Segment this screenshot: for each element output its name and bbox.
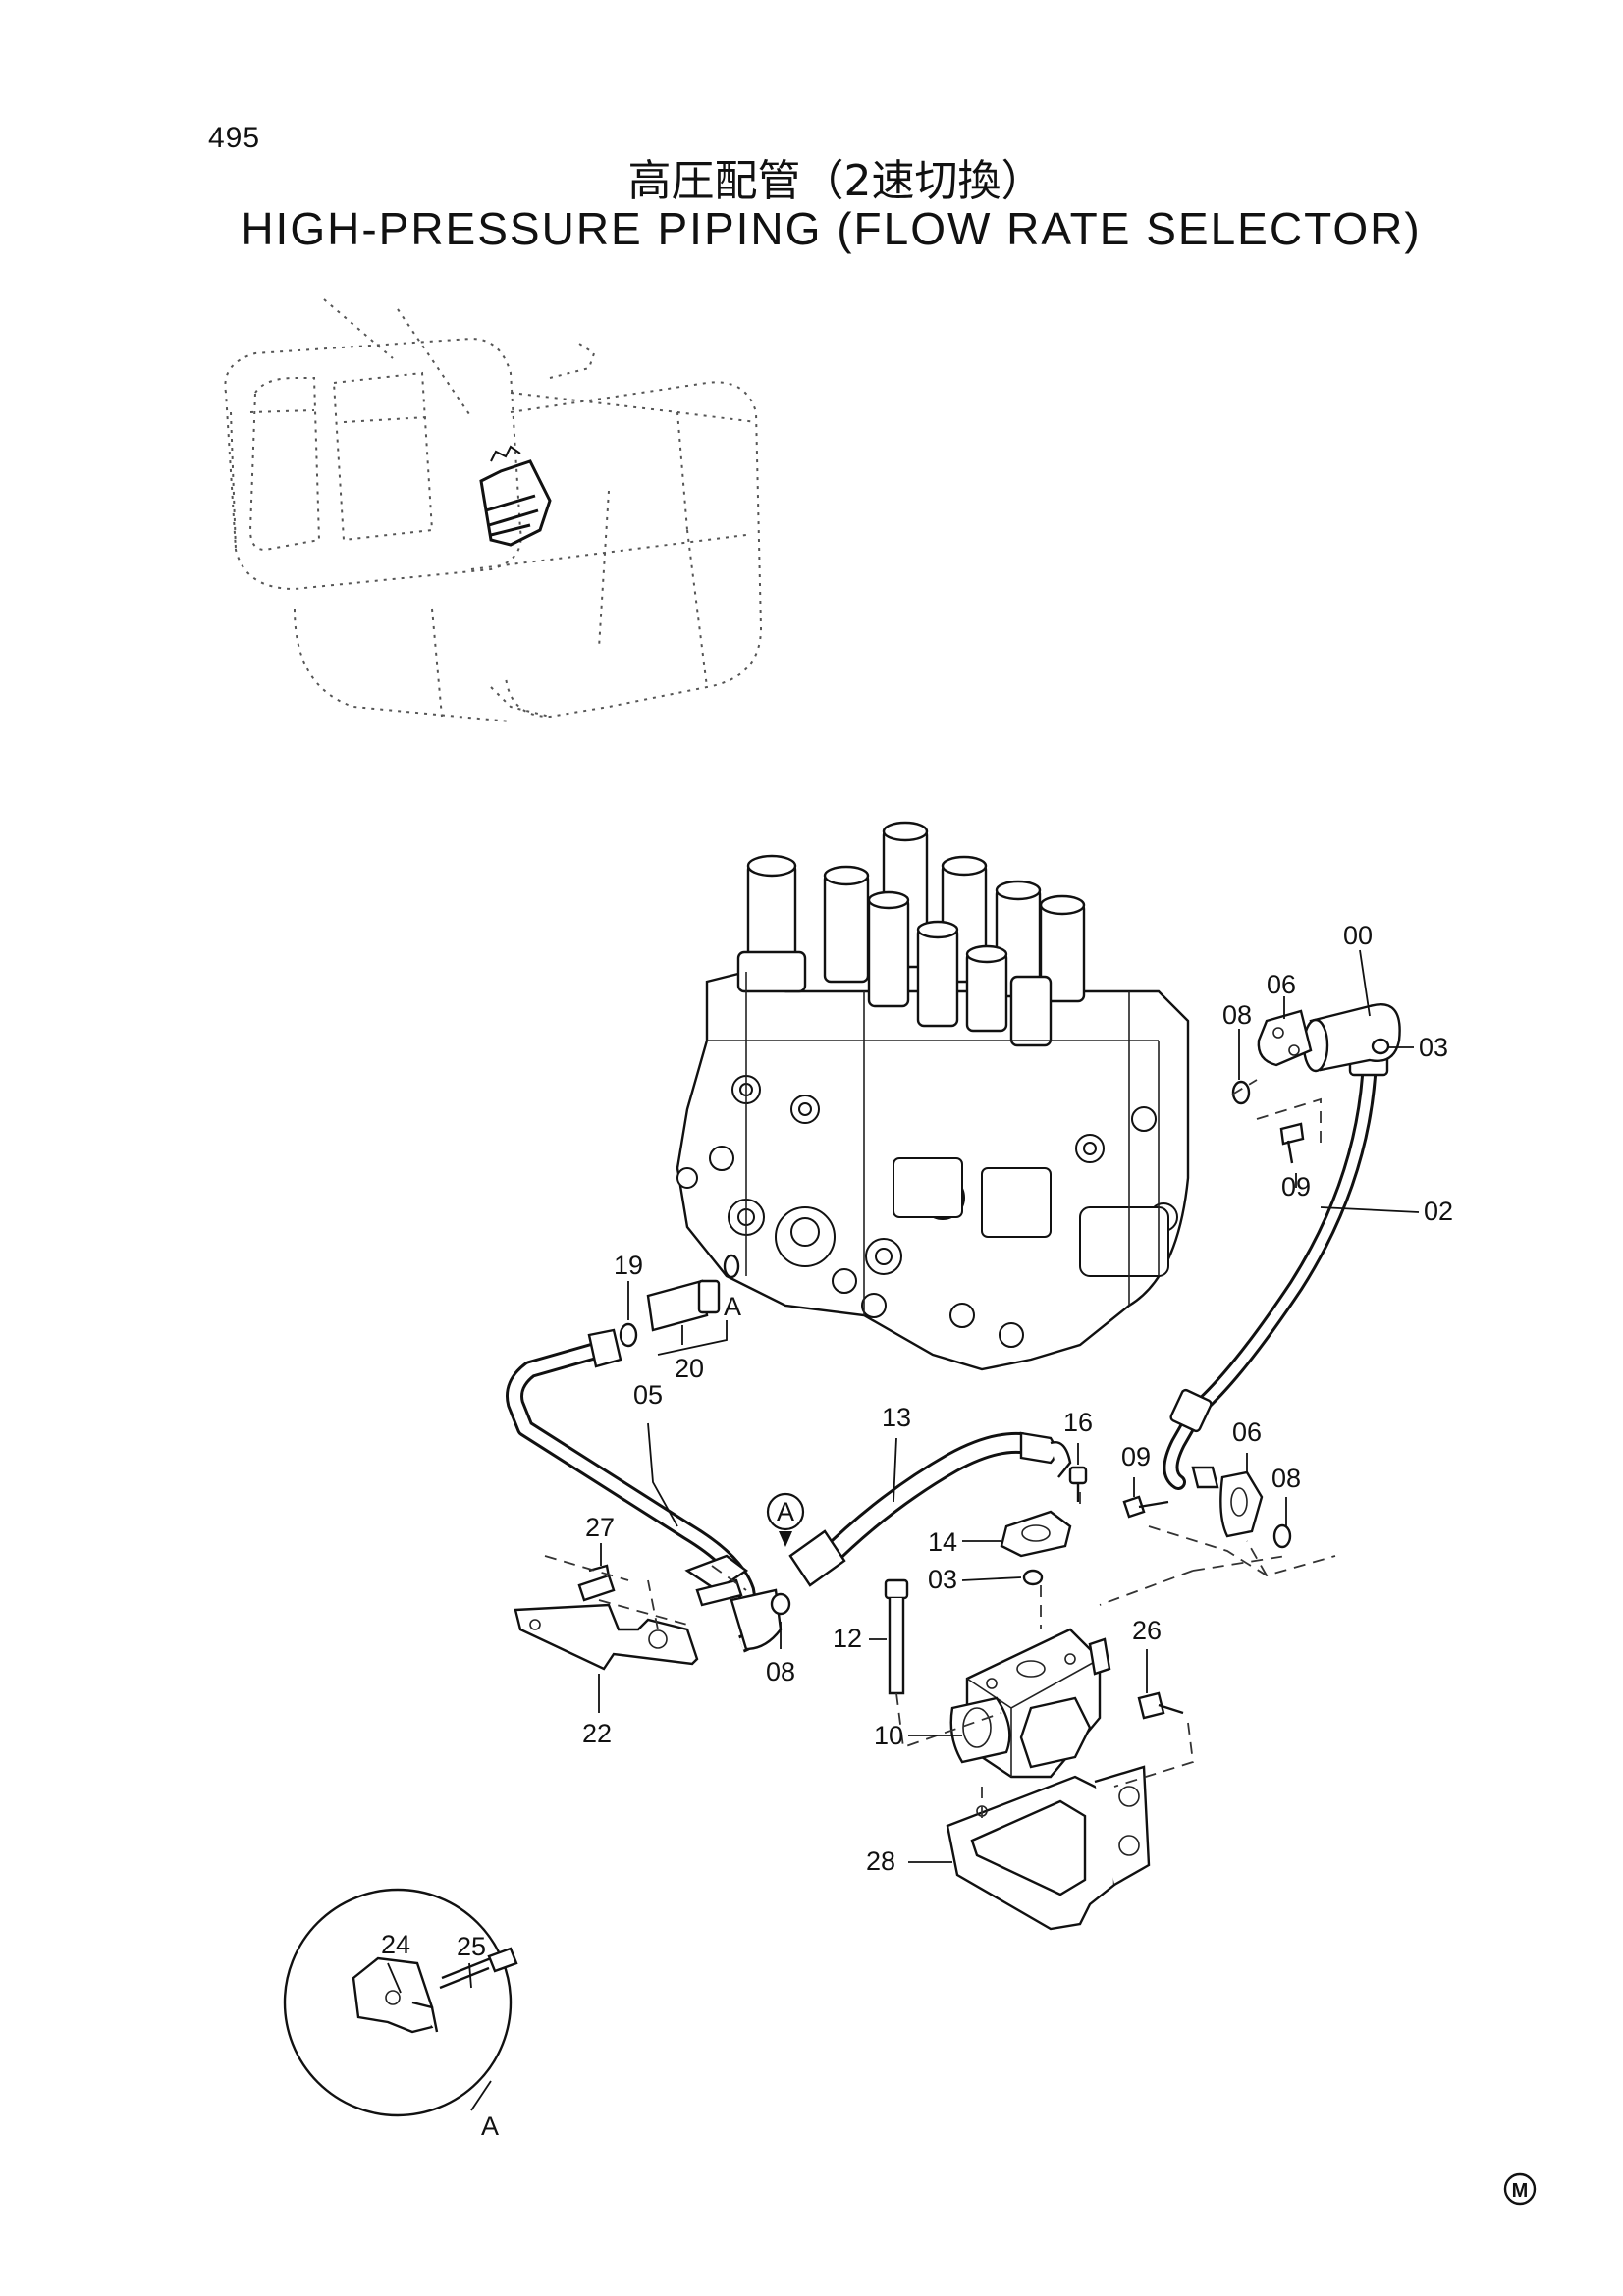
- callout-28: 28: [866, 1846, 895, 1876]
- callout-10: 10: [874, 1721, 903, 1750]
- page-number: 495: [208, 122, 261, 154]
- assembly-lines: [544, 1079, 1336, 1821]
- leader-lines: [387, 949, 1420, 2111]
- callout-24: 24: [381, 1930, 410, 1959]
- callout-08a: 08: [1222, 1000, 1252, 1030]
- callout-a-1: A: [724, 1292, 741, 1321]
- callout-27: 27: [585, 1513, 615, 1542]
- callout-16: 16: [1063, 1408, 1093, 1437]
- callout-09a: 09: [1281, 1172, 1311, 1201]
- selector-valve-10: [949, 1628, 1184, 1779]
- bolt-12: [884, 1578, 909, 1695]
- callout-26: 26: [1132, 1616, 1162, 1645]
- callout-22: 22: [582, 1719, 612, 1748]
- callout-13: 13: [882, 1403, 911, 1432]
- callout-20: 20: [675, 1354, 704, 1383]
- callout-08c: 08: [766, 1657, 795, 1686]
- callout-14: 14: [928, 1527, 957, 1557]
- flange-14: [1000, 1466, 1088, 1586]
- excavator-overview: [224, 298, 763, 722]
- callout-06a: 06: [1267, 970, 1296, 999]
- callout-00: 00: [1343, 921, 1373, 950]
- clamp-22: [514, 1554, 749, 1671]
- callout-12: 12: [833, 1624, 862, 1653]
- title-english: HIGH-PRESSURE PIPING (FLOW RATE SELECTOR…: [241, 203, 1422, 254]
- circled-m-label: M: [1512, 2180, 1529, 2202]
- detail-a: [283, 1888, 518, 2117]
- callout-25: 25: [457, 1932, 486, 1961]
- callout-08b: 08: [1271, 1464, 1301, 1493]
- callout-02: 02: [1424, 1197, 1453, 1226]
- callout-a-2: A: [481, 2111, 499, 2141]
- callout-03b: 03: [928, 1565, 957, 1594]
- control-valve-assembly: [676, 821, 1190, 1371]
- title-japanese: 高圧配管（2速切換）: [627, 156, 1045, 206]
- callout-labels: 00 06 08 03 09 02 19 A 20 05 13 16 09 06…: [381, 921, 1453, 2141]
- callout-a-circled: A: [766, 1492, 805, 1547]
- hose-13: [788, 1431, 1072, 1587]
- circled-m-mark: M: [1503, 2172, 1537, 2206]
- callout-03a: 03: [1419, 1033, 1448, 1062]
- pipe-05: [506, 1328, 791, 1653]
- callout-05: 05: [633, 1380, 663, 1410]
- callout-19: 19: [614, 1251, 643, 1280]
- bracket-28: [946, 1765, 1151, 1931]
- flange-06b: [1122, 1466, 1292, 1549]
- callout-a-circled-label: A: [777, 1497, 794, 1526]
- callout-06b: 06: [1232, 1417, 1262, 1447]
- callout-09b: 09: [1121, 1442, 1151, 1471]
- fitting-20: [619, 1254, 740, 1348]
- elbow-00-group: [1231, 1003, 1401, 1164]
